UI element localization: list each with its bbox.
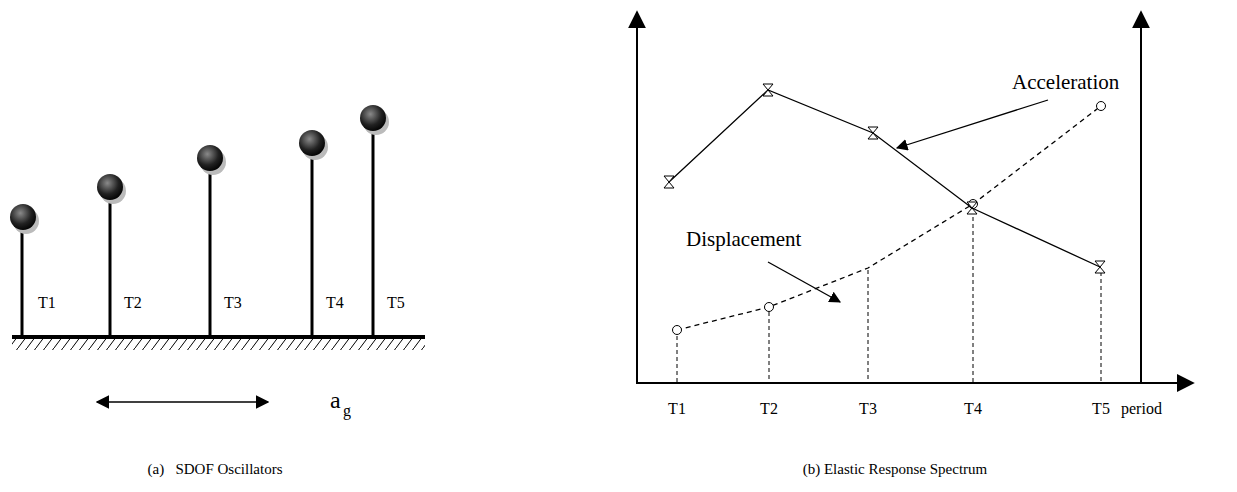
axis-tick-label: T1	[668, 400, 686, 418]
displacement-leader	[768, 262, 840, 302]
base-plate	[12, 335, 425, 339]
displacement-curve	[677, 106, 1101, 330]
figure-caption: (a) SDOF Oscillators	[148, 461, 283, 478]
acceleration-markers	[664, 84, 1105, 273]
chart-axes	[637, 12, 1193, 384]
curve-label: Acceleration	[1012, 71, 1119, 94]
ground-motion-arrow	[97, 401, 268, 403]
oscillator-period: T5	[387, 294, 405, 312]
ground-acceleration-subscript: g	[343, 402, 351, 420]
oscillator-period: T4	[326, 294, 344, 312]
oscillator-period: T1	[38, 294, 56, 312]
ground-hatching	[12, 339, 425, 350]
axis-title: period	[1121, 400, 1162, 418]
oscillator-masses	[10, 105, 389, 234]
axis-tick-label: T5	[1092, 400, 1110, 418]
period-guides	[677, 210, 1101, 383]
oscillator-period: T3	[224, 294, 242, 312]
axis-tick-label: T3	[859, 400, 877, 418]
acceleration-curve	[669, 90, 1100, 267]
ground-acceleration-symbol: a	[330, 387, 341, 413]
figure-caption: (b) Elastic Response Spectrum	[803, 461, 988, 478]
curve-label: Displacement	[686, 228, 801, 251]
axis-tick-label: T4	[964, 400, 982, 418]
oscillator-period: T2	[124, 294, 142, 312]
axis-tick-label: T2	[760, 400, 778, 418]
acceleration-leader	[897, 100, 1048, 148]
displacement-markers	[673, 102, 1106, 335]
oscillator-poles	[22, 129, 373, 337]
